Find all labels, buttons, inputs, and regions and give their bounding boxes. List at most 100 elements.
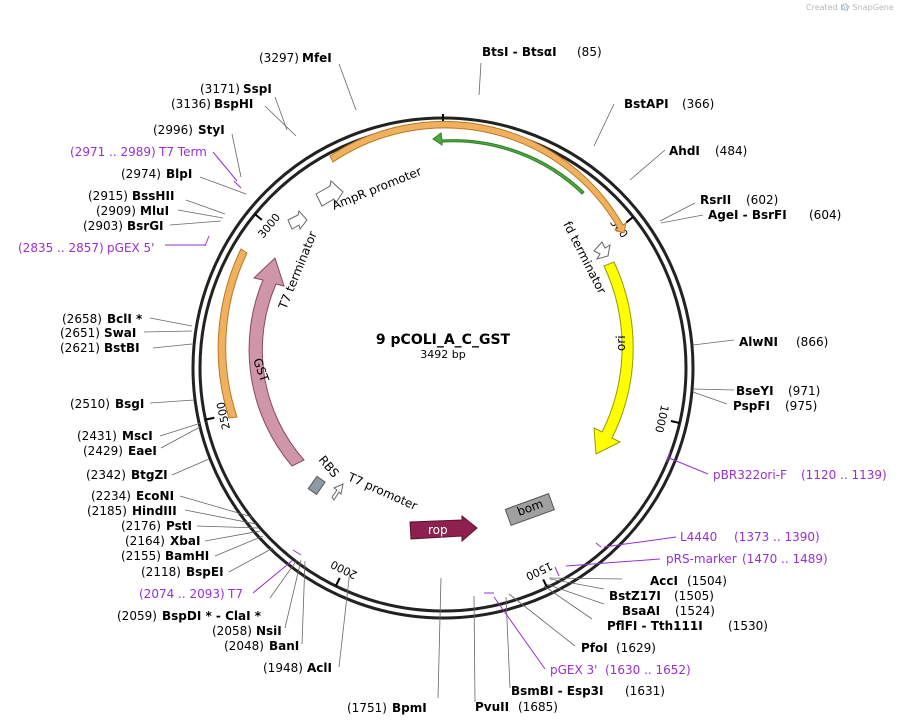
tick-mark-2500 [205, 416, 215, 421]
site-bani-name[interactable]: BanI [269, 639, 299, 653]
t7-promoter-arrow[interactable] [331, 483, 344, 501]
features [217, 120, 634, 543]
tick-mark-3000 [254, 213, 263, 221]
site-psti-name[interactable]: PstI [166, 519, 192, 533]
site-bstbi-name[interactable]: BstBI [104, 341, 140, 355]
tick-label-3000: 3000 [255, 211, 283, 241]
fd-feature-arrow[interactable] [432, 132, 585, 195]
site-bsphi-name[interactable]: BspHI [214, 97, 253, 111]
site-bstbi-pos: (2621) [60, 341, 100, 355]
site-pvuii-pos: (1685) [518, 700, 558, 714]
site-bspdi-clai-name[interactable]: BspDI * - ClaI * [162, 609, 262, 623]
site-nsii-pos: (2058) [212, 624, 252, 638]
site-bsgi-name[interactable]: BsgI [115, 397, 144, 411]
site-bsaai-name[interactable]: BsaAI [622, 604, 660, 618]
gst-feature[interactable] [248, 257, 305, 467]
site-sspi-name[interactable]: SspI [243, 82, 272, 96]
primer-prsmarker-name[interactable]: pRS-marker [666, 552, 737, 566]
site-pfoi-name[interactable]: PfoI [581, 641, 608, 655]
site-bsphi-pos: (3136) [171, 97, 211, 111]
primer-t7-name[interactable]: T7 [227, 587, 243, 601]
site-ahdi-pos: (484) [715, 144, 747, 158]
site-bspei-name[interactable]: BspEI [186, 565, 224, 579]
t7-terminator-arrow[interactable] [287, 209, 308, 231]
site-xbai-name[interactable]: XbaI [170, 534, 200, 548]
ampr-fragment-feature[interactable] [217, 248, 248, 419]
primer-marks [165, 151, 709, 670]
site-econi-pos: (2234) [91, 489, 131, 503]
site-hindiii-name[interactable]: HindIII [132, 504, 177, 518]
site-alwni-pos: (866) [796, 335, 828, 349]
primer-l4440-name[interactable]: L4440 [680, 530, 717, 544]
site-swai-name[interactable]: SwaI [104, 326, 136, 340]
primer-t7term-name[interactable]: T7 Term [158, 145, 207, 159]
site-bpmi-name[interactable]: BpmI [392, 701, 427, 715]
site-xbai-pos: (2164) [125, 534, 165, 548]
site-blpi-name[interactable]: BlpI [166, 167, 192, 181]
site-bsaai-pos: (1524) [675, 604, 715, 618]
site-agei-pos: (604) [809, 208, 841, 222]
site-agei-name[interactable]: AgeI - BsrFI [708, 208, 787, 222]
site-acli-name[interactable]: AclI [307, 661, 332, 675]
site-acci-pos: (1504) [687, 574, 727, 588]
primer-pgex3-name[interactable]: pGEX 3' [550, 663, 597, 677]
tick-mark-1000 [670, 420, 680, 425]
site-bstz17i-name[interactable]: BstZ17I [609, 589, 661, 603]
site-ahdi-name[interactable]: AhdI [669, 144, 700, 158]
backbone-inner-ring [198, 123, 688, 613]
site-bseyi-pos: (971) [788, 384, 820, 398]
site-pflfi-pos: (1530) [728, 619, 768, 633]
site-acci-name[interactable]: AccI [650, 574, 678, 588]
snapgene-credit: Created by SnapGene [806, 3, 894, 12]
site-bsrgi-name[interactable]: BsrGI [127, 219, 164, 233]
site-pvuii-name[interactable]: PvuII [475, 700, 509, 714]
site-blpi-pos: (2974) [121, 167, 161, 181]
site-btsi-name[interactable]: BtsI - BtsαI [482, 45, 557, 59]
tick-mark-500 [625, 216, 634, 224]
tick-mark-2000 [334, 577, 341, 587]
rop-feature[interactable] [409, 514, 478, 543]
site-styi-pos: (2996) [153, 123, 193, 137]
site-hindiii-pos: (2185) [87, 504, 127, 518]
site-msci-pos: (2431) [77, 429, 117, 443]
ampr-promoter-arrow[interactable] [315, 180, 344, 207]
site-rsrii-name[interactable]: RsrII [700, 193, 731, 207]
rbs-feature[interactable] [307, 475, 326, 496]
ori-feature[interactable] [593, 261, 634, 455]
site-msci-name[interactable]: MscI [122, 429, 153, 443]
ampr-feature[interactable] [329, 120, 627, 234]
primer-pgex3-range: (1630 .. 1652) [605, 663, 691, 677]
site-psti-pos: (2176) [121, 519, 161, 533]
site-btgzi-name[interactable]: BtgZI [131, 468, 168, 482]
site-bsshii-pos: (2915) [88, 189, 128, 203]
site-mlui-name[interactable]: MluI [140, 204, 169, 218]
bom-feature[interactable] [504, 493, 555, 527]
rbs-label: RBS [316, 453, 342, 480]
primer-pbr322ori-name[interactable]: pBR322ori-F [713, 468, 787, 482]
primer-t7-range: (2074 .. 2093) [139, 587, 225, 601]
site-pflfi-name[interactable]: PflFI - Tth111I [607, 619, 703, 633]
site-styi-name[interactable]: StyI [198, 123, 225, 137]
site-btgzi-pos: (2342) [86, 468, 126, 482]
primer-pgex5-range: (2835 .. 2857) [18, 241, 104, 255]
site-bamhi-name[interactable]: BamHI [165, 549, 209, 563]
primer-pgex5-name[interactable]: pGEX 5' [107, 241, 154, 255]
site-bstapi-name[interactable]: BstAPI [624, 97, 669, 111]
fd-terminator-arrow[interactable] [593, 241, 611, 260]
site-alwni-name[interactable]: AlwNI [739, 335, 778, 349]
site-bsshii-name[interactable]: BssHII [132, 189, 174, 203]
site-bsmbi-name[interactable]: BsmBI - Esp3I [511, 684, 603, 698]
site-mfei-name[interactable]: MfeI [302, 51, 332, 65]
site-bseyi-name[interactable]: BseYI [736, 384, 774, 398]
rop-label: rop [428, 523, 448, 537]
site-mlui-pos: (2909) [96, 204, 136, 218]
t7-promoter-label: T7 promoter [345, 470, 420, 514]
site-bcli-name[interactable]: BclI * [107, 312, 143, 326]
site-pspfi-name[interactable]: PspFI [733, 399, 770, 413]
site-eaei-name[interactable]: EaeI [128, 444, 157, 458]
site-nsii-name[interactable]: NsiI [256, 624, 282, 638]
site-econi-name[interactable]: EcoNI [136, 489, 174, 503]
site-sspi-pos: (3171) [200, 82, 240, 96]
tick-label-1500: 1500 [524, 559, 555, 583]
